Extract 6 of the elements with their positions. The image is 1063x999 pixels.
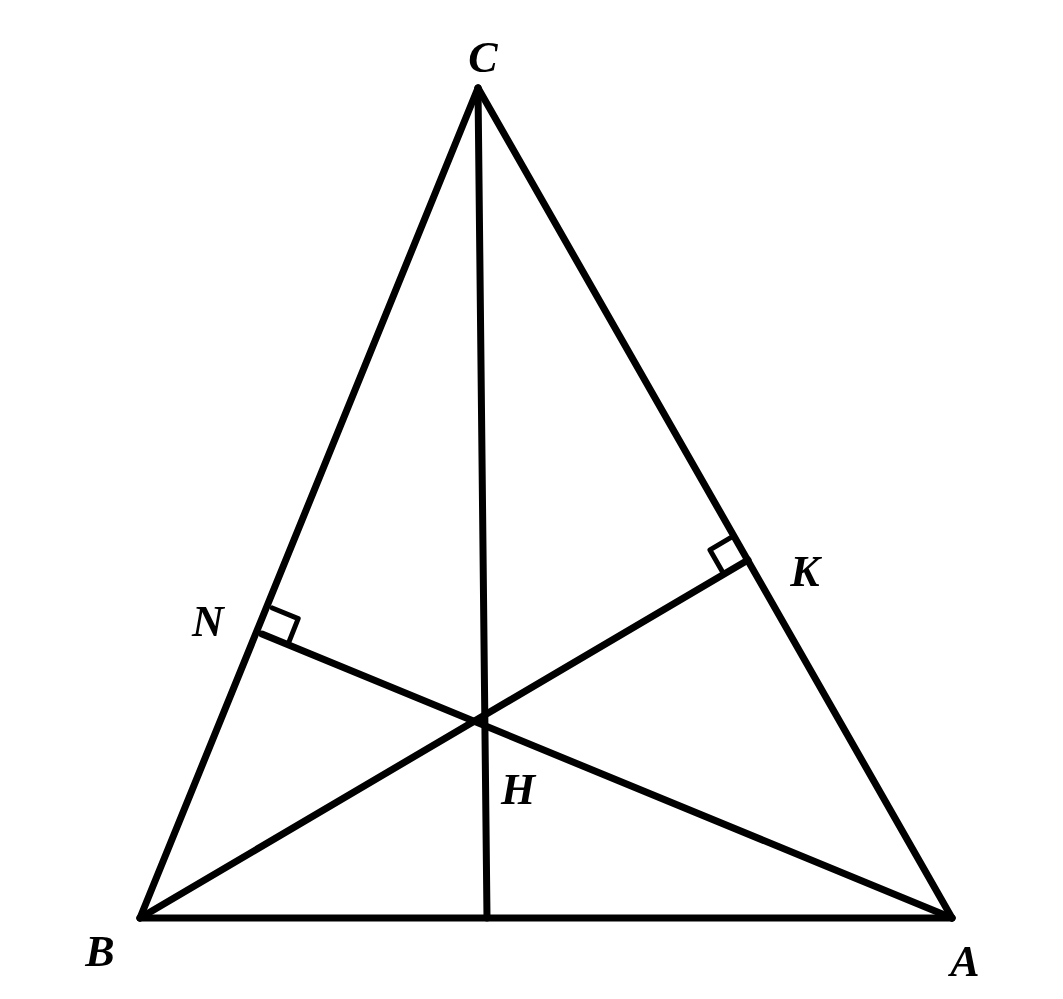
point-label: N — [192, 600, 224, 644]
point-label: C — [468, 36, 498, 80]
point-label: B — [85, 930, 115, 974]
point-label: H — [500, 768, 536, 812]
point-label: A — [950, 940, 980, 984]
point-label: K — [790, 550, 820, 594]
